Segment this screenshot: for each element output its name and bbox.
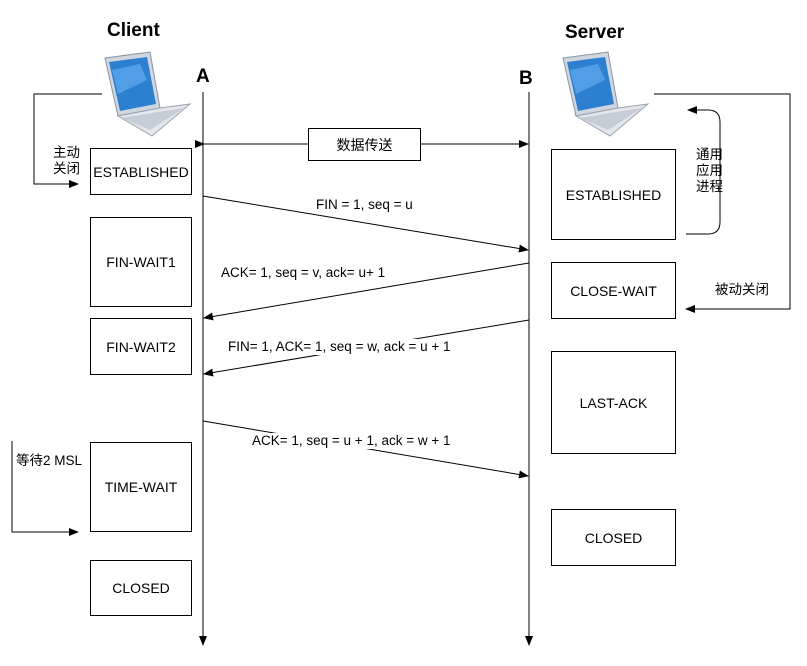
server-state-close-wait: CLOSE-WAIT xyxy=(551,262,676,319)
message-arrow-1 xyxy=(202,195,529,253)
client-state-fin-wait1: FIN-WAIT1 xyxy=(90,217,192,307)
server-state-closed: CLOSED xyxy=(551,509,676,566)
server-state-established: ESTABLISHED xyxy=(551,149,676,240)
message-label-3: FIN= 1, ACK= 1, seq = w, ack = u + 1 xyxy=(228,339,451,355)
wait-2msl-arrow xyxy=(11,441,79,536)
server-state-last-ack: LAST-ACK xyxy=(551,351,676,454)
wait-2msl-note: 等待2 MSL xyxy=(16,453,83,469)
active-close-arrow xyxy=(33,93,102,188)
message-label-1: FIN = 1, seq = u xyxy=(316,197,413,213)
node-a-label: A xyxy=(196,66,210,87)
passive-close-note: 被动关闭 xyxy=(715,282,769,297)
notify-app-note: 通用应用进程 xyxy=(696,147,723,194)
client-title: Client xyxy=(107,20,160,41)
client-state-fin-wait2: FIN-WAIT2 xyxy=(90,318,192,375)
passive-close-arrow xyxy=(654,93,791,313)
server-title: Server xyxy=(565,22,625,43)
client-state-closed: CLOSED xyxy=(90,560,192,616)
notify-app-arrow xyxy=(686,106,721,235)
server-laptop-icon xyxy=(562,51,650,137)
node-b-label: B xyxy=(519,68,533,89)
client-state-time-wait: TIME-WAIT xyxy=(90,442,192,532)
message-arrow-2 xyxy=(203,262,530,321)
client-laptop-icon xyxy=(104,51,192,137)
data-transfer-box: 数据传送 xyxy=(308,128,421,161)
client-state-established: ESTABLISHED xyxy=(90,148,192,195)
active-close-note: 主动关闭 xyxy=(53,145,80,176)
message-label-4: ACK= 1, seq = u + 1, ack = w + 1 xyxy=(252,433,451,449)
message-label-2: ACK= 1, seq = v, ack= u+ 1 xyxy=(221,265,386,281)
